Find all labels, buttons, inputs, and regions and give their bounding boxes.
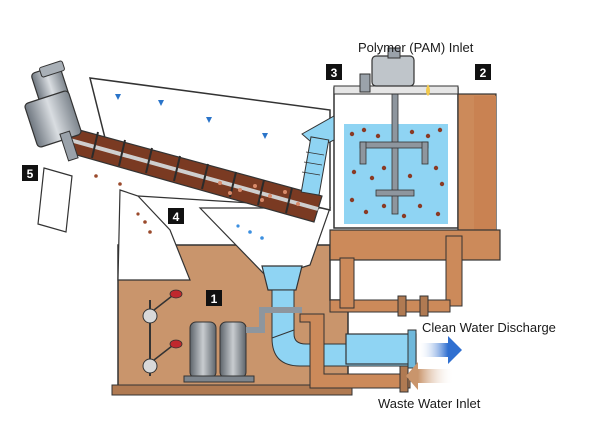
flocculation-tank [333, 47, 459, 229]
level-switches [142, 289, 183, 376]
badge-3: 3 [326, 64, 342, 80]
svg-text:5: 5 [27, 167, 34, 181]
svg-text:1: 1 [211, 292, 218, 306]
badge-2: 2 [475, 64, 491, 80]
clean-water-funnel [261, 265, 417, 369]
svg-text:4: 4 [173, 210, 180, 224]
clean-water-arrow [418, 336, 462, 364]
badge-1: 1 [206, 290, 222, 306]
clean-water-discharge-label: Clean Water Discharge [422, 320, 556, 335]
badge-4: 4 [168, 208, 184, 224]
submersible-pumps [183, 307, 302, 383]
waste-water-inlet-label: Waste Water Inlet [378, 396, 481, 411]
polymer-inlet-label: Polymer (PAM) Inlet [358, 40, 474, 55]
screw-housing [89, 77, 331, 211]
svg-text:2: 2 [480, 66, 487, 80]
drive-motor [24, 60, 82, 148]
cake-discharge [37, 130, 79, 233]
floc-transfer-channel [300, 115, 335, 196]
svg-text:3: 3 [331, 66, 338, 80]
badge-5: 5 [22, 165, 38, 181]
inlet-pipework [329, 93, 501, 317]
waste-water-arrow [406, 362, 454, 390]
